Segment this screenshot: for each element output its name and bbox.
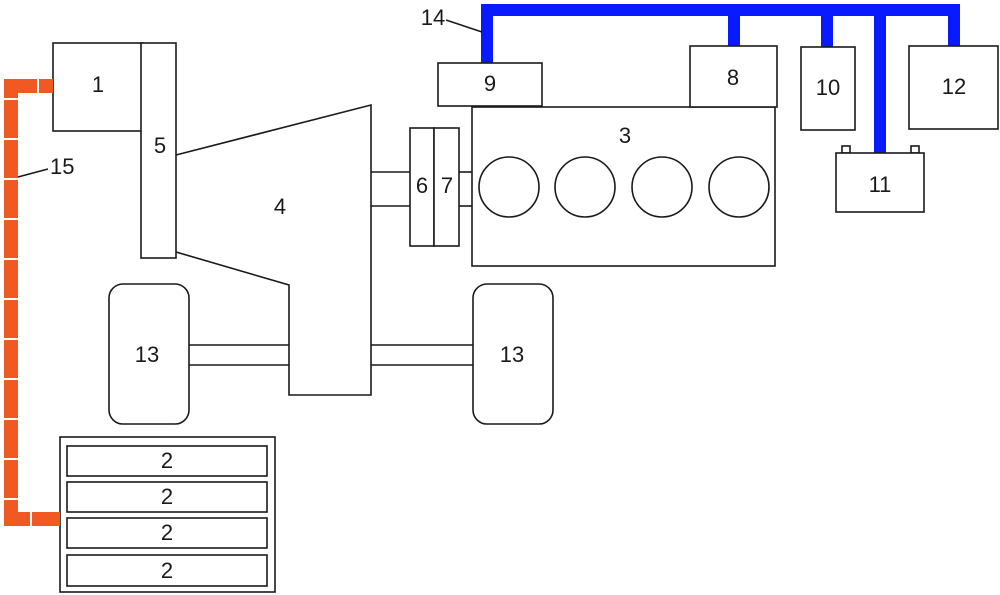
component-6-label: 6 — [416, 173, 428, 198]
callout-15-leader — [17, 168, 49, 178]
component-8-label: 8 — [727, 65, 739, 90]
callout-14-label: 14 — [421, 5, 445, 30]
component-12-box — [908, 45, 999, 130]
battery-terminal-left — [841, 145, 851, 154]
component-3-label: 3 — [619, 123, 631, 148]
component-9-label: 9 — [484, 71, 496, 96]
battery-terminal-right — [910, 145, 920, 154]
cable-15-stripes — [4, 79, 60, 526]
component-5-label: 5 — [154, 133, 166, 158]
component-10-label: 10 — [816, 75, 840, 100]
wheel-left-label: 13 — [135, 342, 159, 367]
wheel-right-label: 13 — [500, 342, 524, 367]
component-4-body — [175, 103, 372, 396]
component-11-box — [835, 152, 925, 213]
component-5-box — [140, 42, 177, 259]
component-1-box — [52, 42, 144, 132]
component-2-cell-1-label: 2 — [161, 448, 173, 473]
component-2-cell-4 — [66, 554, 268, 587]
component-2-cell-3-label: 2 — [161, 520, 173, 545]
component-2-cell-4-label: 2 — [161, 558, 173, 583]
component-2-cell-2-label: 2 — [161, 484, 173, 509]
component-11-label: 11 — [869, 172, 892, 197]
component-2-cell-2 — [66, 481, 268, 513]
component-7-label: 7 — [441, 173, 453, 198]
engine-cylinder-4 — [708, 156, 770, 218]
component-1-label: 1 — [92, 72, 104, 97]
callout-14-leader — [445, 19, 483, 33]
wheel-left — [108, 283, 190, 425]
callout-15-label: 15 — [50, 154, 74, 179]
wheel-right — [472, 283, 554, 425]
component-2-cell-1 — [66, 445, 268, 477]
component-7-box — [433, 127, 460, 247]
engine-cylinder-1 — [478, 156, 540, 218]
cable-15-body — [4, 79, 60, 526]
cable-14 — [481, 4, 960, 153]
component-4-label: 4 — [274, 194, 286, 219]
component-8-box — [689, 45, 778, 108]
component-6-box — [409, 127, 435, 247]
component-2-cell-3 — [66, 517, 268, 549]
component-10-box — [800, 46, 856, 131]
engine-cylinder-2 — [554, 156, 616, 218]
component-12-label: 12 — [942, 74, 966, 99]
component-9-box — [437, 62, 543, 107]
cable-15 — [4, 79, 60, 526]
engine-cylinder-3 — [631, 156, 693, 218]
